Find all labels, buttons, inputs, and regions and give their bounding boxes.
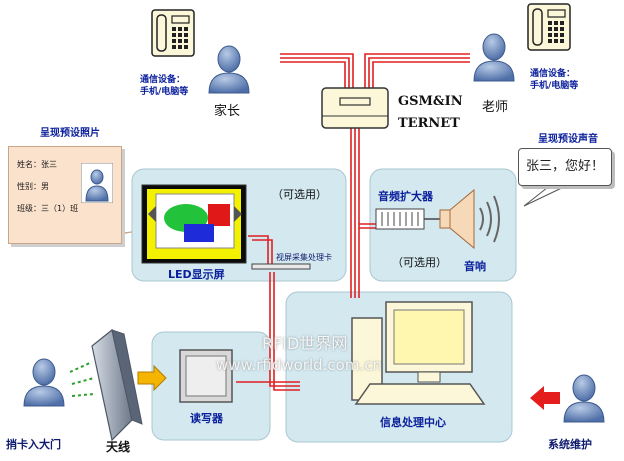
teacher-person-icon bbox=[473, 33, 515, 82]
amplifier-label: 音频扩大器 bbox=[378, 190, 433, 203]
sound-title: 呈现预设声音 bbox=[538, 134, 598, 145]
student-class: 班级：三（1）班 bbox=[17, 204, 79, 213]
audio-optional-label: （可选用） bbox=[392, 256, 447, 269]
led-screen-icon bbox=[141, 184, 247, 264]
phone-icon bbox=[527, 3, 571, 51]
network-lines bbox=[236, 53, 470, 391]
gsm-label: GSM&IN bbox=[398, 94, 463, 109]
left-device-caption: 通信设备： bbox=[140, 75, 186, 85]
arrow-icon bbox=[137, 364, 167, 392]
student-photo-icon bbox=[81, 163, 113, 203]
speaker-label: 音响 bbox=[464, 260, 486, 273]
center-label: 信息处理中心 bbox=[380, 416, 446, 429]
antenna-label: 天线 bbox=[106, 440, 131, 454]
photo-card-title: 呈现预设照片 bbox=[40, 128, 100, 139]
video-card-label: 视屏采集处理卡 bbox=[276, 253, 332, 262]
phone-icon bbox=[151, 9, 195, 57]
signal-icon bbox=[69, 361, 95, 397]
watermark-line2: www.rfidworld.com.cn bbox=[216, 356, 382, 374]
reader-label: 读写器 bbox=[190, 412, 223, 425]
reader-icon bbox=[179, 349, 233, 403]
sound-bubble-pointer bbox=[523, 183, 571, 207]
computer-icon bbox=[351, 301, 486, 405]
parent-person-icon bbox=[208, 45, 250, 94]
parent-label: 家长 bbox=[214, 104, 241, 119]
arrow-icon bbox=[530, 386, 560, 410]
maintenance-label: 系统维护 bbox=[548, 438, 592, 451]
gsm-gateway-icon bbox=[321, 87, 389, 129]
antenna-icon bbox=[91, 328, 143, 442]
student-name: 姓名：张三 bbox=[17, 160, 57, 169]
sound-bubble: 张三，您好！ bbox=[518, 148, 612, 186]
led-display-label: LED显示屏 bbox=[168, 268, 225, 281]
watermark-line1: RFID世界网 bbox=[262, 334, 348, 353]
maintainer-person-icon bbox=[563, 374, 605, 423]
left-device-caption: 手机/电脑等 bbox=[140, 87, 189, 97]
student-person-icon bbox=[23, 358, 65, 407]
gate-label: 捎卡入大门 bbox=[6, 438, 61, 451]
led-optional-label: （可选用） bbox=[272, 188, 327, 201]
amplifier-icon bbox=[375, 208, 425, 230]
student-gender: 性别：男 bbox=[17, 182, 49, 191]
teacher-label: 老师 bbox=[482, 100, 509, 115]
video-card-icon bbox=[251, 263, 311, 270]
speaker-icon bbox=[439, 188, 500, 250]
photo-card: 姓名：张三 性别：男 班级：三（1）班 bbox=[8, 146, 122, 244]
right-device-caption: 手机/电脑等 bbox=[530, 81, 579, 91]
gsm-label: TERNET bbox=[398, 116, 460, 131]
right-device-caption: 通信设备： bbox=[530, 69, 576, 79]
